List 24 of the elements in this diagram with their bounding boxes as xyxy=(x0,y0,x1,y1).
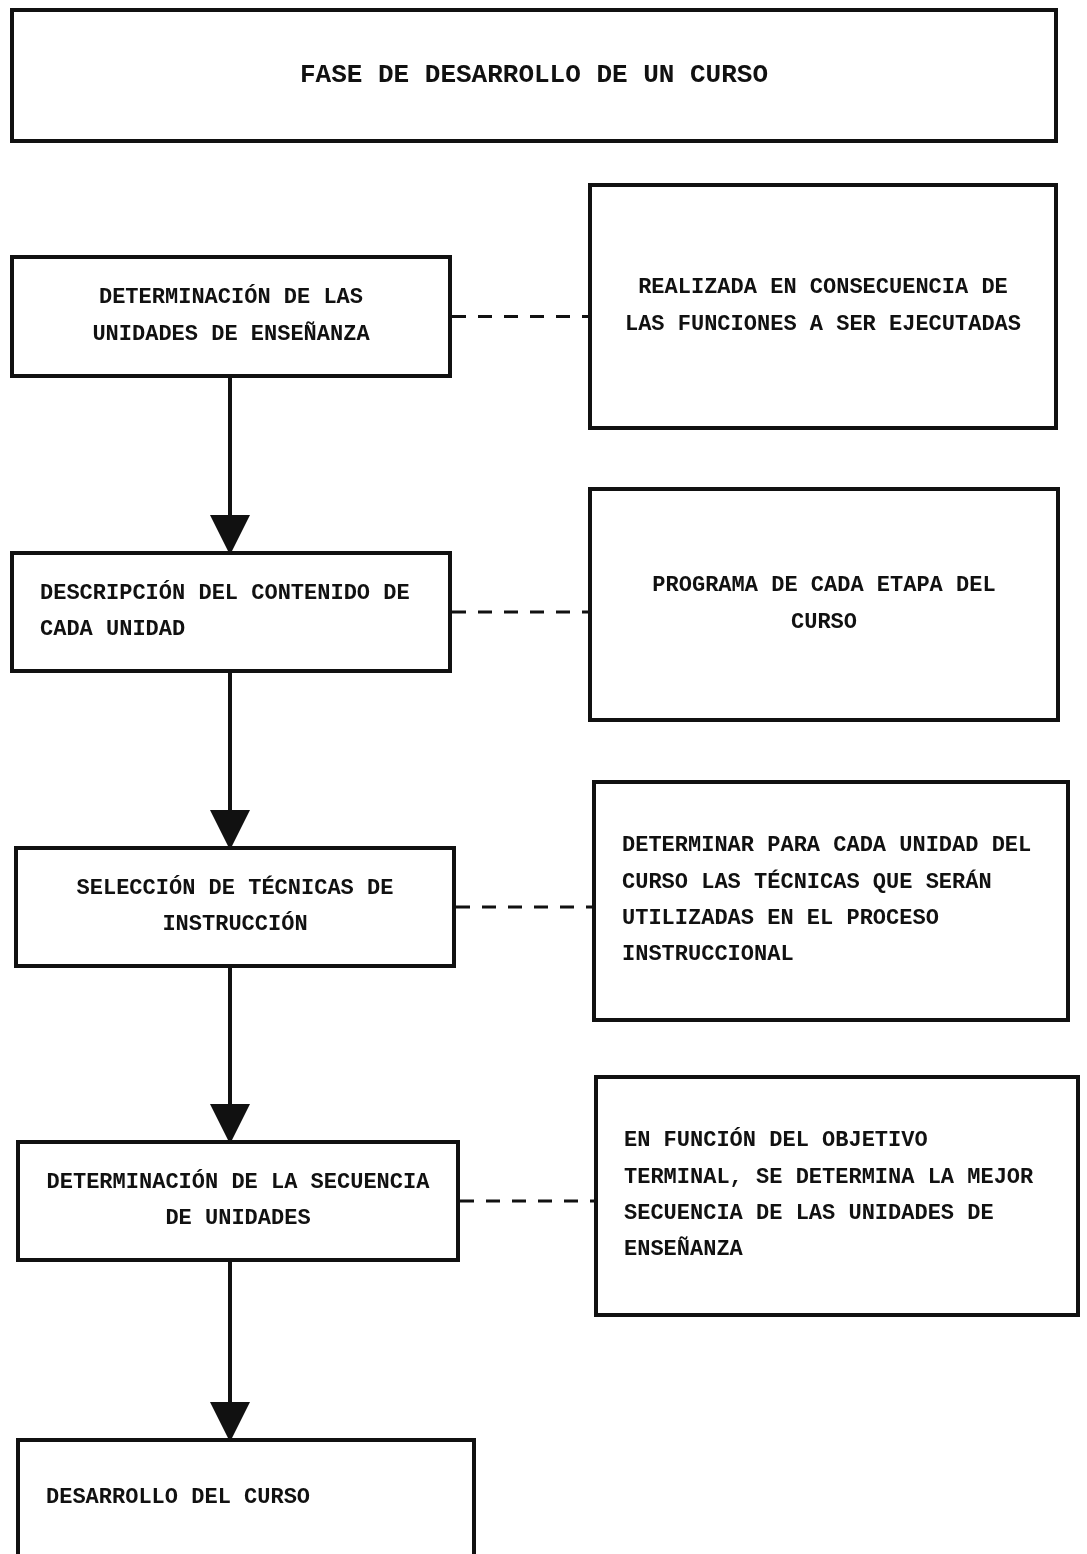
dashed-connector xyxy=(456,905,592,909)
dashed-connector xyxy=(452,315,588,318)
box-text: PROGRAMA DE CADA ETAPA DEL CURSO xyxy=(651,572,997,637)
process-box xyxy=(588,487,1060,722)
box-text: DESARROLLO DEL CURSO xyxy=(46,1483,311,1512)
process-box xyxy=(588,183,1058,430)
box-text: FASE DE DESARROLLO DE UN CURSO xyxy=(299,59,769,93)
box-text: DETERMINAR PARA CADA UNIDAD DEL CURSO LAS TÉCNICAS QUE SERÁN UTILIZADAS EN EL PROCESO INSTRUCCIONAL xyxy=(622,832,1033,970)
process-box xyxy=(14,846,456,968)
box-text: DESCRIPCIÓN DEL CONTENIDO DE CADA UNIDAD xyxy=(40,579,411,644)
box-text: EN FUNCIÓN DEL OBJETIVO TERMINAL, SE DETERMINA LA MEJOR SECUENCIA DE LAS UNIDADES DE ENSEÑANZA xyxy=(624,1126,1035,1265)
process-box xyxy=(10,255,452,378)
process-box xyxy=(594,1075,1080,1317)
box-text: DETERMINACIÓN DE LAS UNIDADES DE ENSEÑANZA xyxy=(91,283,371,349)
dashed-connector xyxy=(460,1199,594,1203)
dashed-connector xyxy=(452,610,588,614)
title-box xyxy=(10,8,1058,143)
process-box xyxy=(592,780,1070,1022)
process-box xyxy=(16,1140,460,1262)
box-text: REALIZADA EN CONSECUENCIA DE LAS FUNCIONES A SER EJECUTADAS xyxy=(623,274,1023,339)
box-text: DETERMINACIÓN DE LA SECUENCIA DE UNIDADES xyxy=(46,1168,430,1233)
process-box xyxy=(16,1438,476,1554)
process-box xyxy=(10,551,452,673)
box-text: SELECCIÓN DE TÉCNICAS DE INSTRUCCIÓN xyxy=(75,874,395,939)
